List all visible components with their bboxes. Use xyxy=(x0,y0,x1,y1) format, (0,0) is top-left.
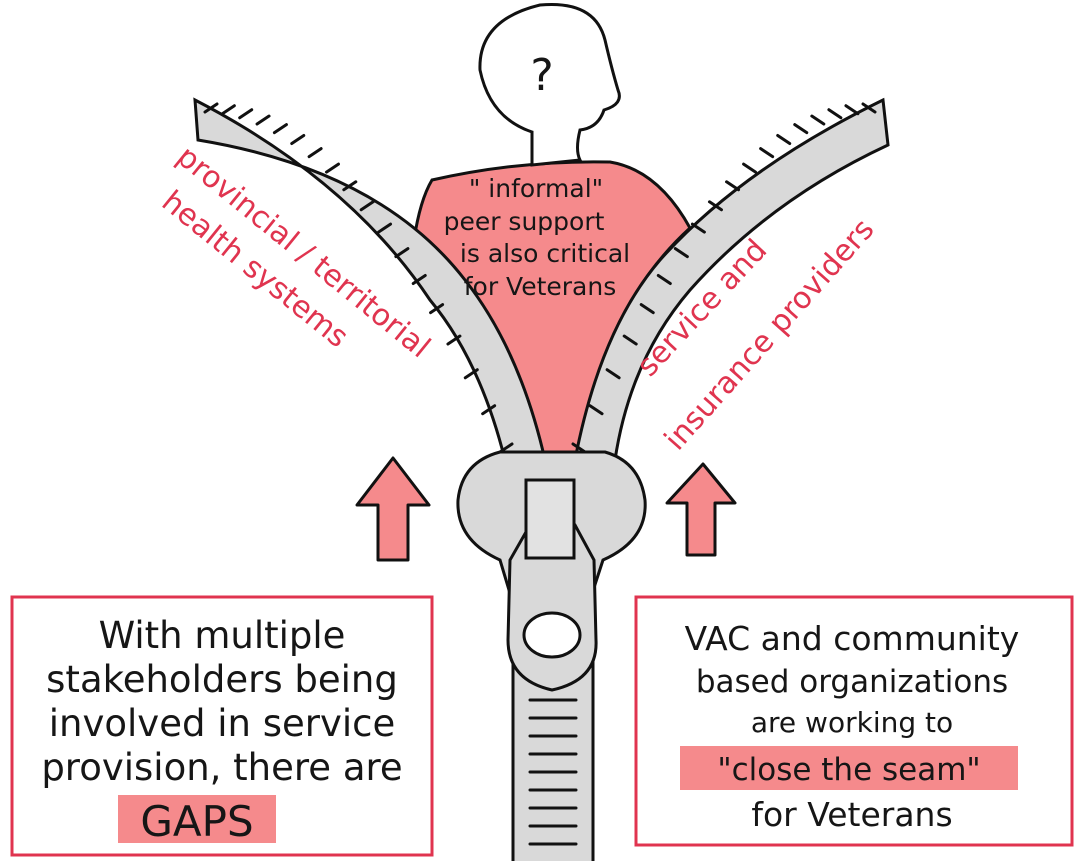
up-arrow-icon xyxy=(357,458,429,560)
zipper-tooth xyxy=(326,164,338,172)
svg-text:provision, there are: provision, there are xyxy=(41,746,402,789)
zipper-tooth xyxy=(846,106,858,114)
svg-text:involved in service: involved in service xyxy=(49,702,395,745)
svg-text:for Veterans: for Veterans xyxy=(751,795,952,834)
svg-text:" informal": " informal" xyxy=(469,174,603,203)
zipper-tooth xyxy=(257,116,269,124)
zipper-tooth xyxy=(744,164,756,172)
svg-text:With multiple: With multiple xyxy=(99,614,346,657)
svg-text:peer support: peer support xyxy=(444,207,605,236)
zipper-tooth xyxy=(222,106,234,114)
svg-text:are working to: are working to xyxy=(751,706,953,739)
zipper-tooth xyxy=(778,135,790,143)
person-head-icon: ? xyxy=(480,4,619,165)
up-arrow-icon xyxy=(667,464,735,555)
zipper-tooth xyxy=(240,110,252,118)
right-seam-box: VAC and community based organizations ar… xyxy=(636,597,1072,845)
zipper-tooth xyxy=(812,116,824,124)
svg-text:VAC and community: VAC and community xyxy=(685,619,1020,658)
svg-text:is also critical: is also critical xyxy=(460,239,630,268)
question-mark: ? xyxy=(530,50,553,101)
zipper-tooth xyxy=(795,125,807,133)
zipper-icon xyxy=(458,452,645,690)
svg-text:stakeholders being: stakeholders being xyxy=(46,658,398,701)
zipper-tooth xyxy=(292,135,304,143)
zipper-tooth xyxy=(761,149,773,157)
zipper-tooth xyxy=(309,149,321,157)
svg-text:based organizations: based organizations xyxy=(696,664,1008,700)
gaps-highlight: GAPS xyxy=(140,797,253,846)
close-the-seam-highlight: "close the seam" xyxy=(717,752,980,788)
zipper-tooth xyxy=(829,110,841,118)
left-gaps-box: With multiple stakeholders being involve… xyxy=(12,597,432,855)
svg-text:for Veterans: for Veterans xyxy=(464,272,617,301)
zipper-tooth xyxy=(274,125,286,133)
zipper-tooth xyxy=(727,182,739,190)
